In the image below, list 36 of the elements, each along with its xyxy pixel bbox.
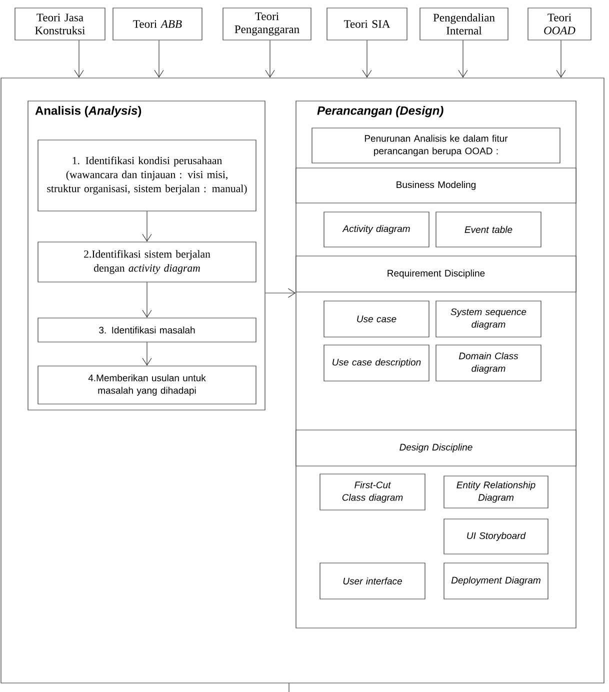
step-box: 1. Identifikasi kondisi perusahaan (wawancara dan tinjauan : visi misi, struktur organisasi, sistem berjalan : manual) bbox=[38, 140, 256, 212]
arrow bbox=[458, 40, 468, 78]
arrow bbox=[74, 40, 84, 78]
artifact-box: Activity diagram bbox=[324, 212, 430, 248]
artifact-box: Deployment Diagram bbox=[444, 562, 548, 600]
theory-box: Pengendalian Internal bbox=[420, 8, 508, 40]
arrow bbox=[265, 288, 296, 298]
section-band: Business Modeling bbox=[296, 168, 576, 204]
arrow bbox=[556, 40, 566, 78]
step-box: 4.Memberikan usulan untuk masalah yang dihadapi bbox=[38, 366, 256, 404]
artifact-box: Use case bbox=[324, 300, 430, 338]
frame-box bbox=[0, 78, 604, 684]
theory-box: Teori Penganggaran bbox=[222, 8, 312, 40]
arrow bbox=[142, 211, 152, 242]
section-band: Requirement Discipline bbox=[296, 256, 576, 292]
artifact-box: Event table bbox=[436, 212, 542, 248]
artifact-box: UI Storyboard bbox=[444, 518, 548, 554]
theory-box: Teori Jasa Konstruksi bbox=[14, 8, 106, 40]
theory-box: Teori ABB bbox=[112, 8, 202, 40]
arrow bbox=[154, 40, 164, 78]
artifact-box: Domain Class diagram bbox=[436, 344, 542, 382]
arrow bbox=[265, 40, 275, 78]
arrow bbox=[362, 40, 372, 78]
artifact-box: Entity Relationship Diagram bbox=[444, 476, 548, 508]
theory-box: Teori OOAD bbox=[528, 8, 592, 40]
step-box: 3. Identifikasi masalah bbox=[38, 318, 256, 342]
theory-box: Teori SIA bbox=[326, 8, 408, 40]
arrow bbox=[142, 342, 152, 366]
artifact-box: First-Cut Class diagram bbox=[320, 474, 426, 510]
artifact-box: User interface bbox=[320, 562, 426, 600]
step-box: 2.Identifikasi sistem berjalan dengan activity diagram bbox=[38, 242, 256, 282]
artifact-box: System sequence diagram bbox=[436, 300, 542, 338]
section-band: Design Discipline bbox=[296, 430, 576, 466]
artifact-box: Use case description bbox=[324, 344, 430, 382]
intro-box: Penurunan Analisis ke dalam fitur perancangan berupa OOAD : bbox=[312, 128, 560, 164]
arrow bbox=[142, 282, 152, 318]
